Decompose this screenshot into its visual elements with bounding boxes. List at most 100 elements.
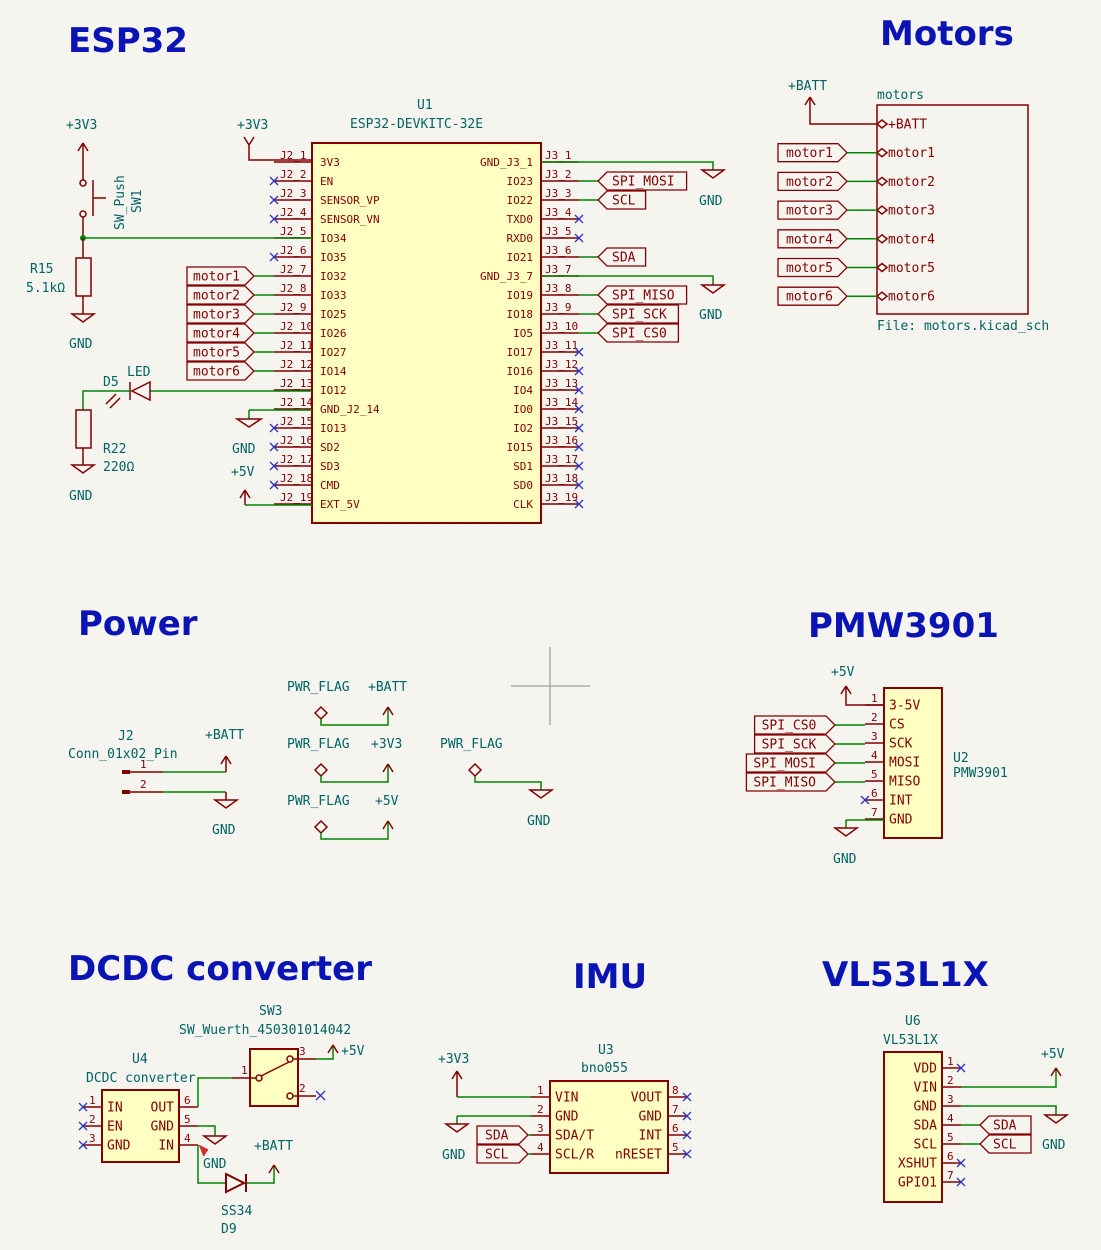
esp32-pin-number: J3_10 [545, 320, 578, 333]
esp32-pin-name: CMD [320, 479, 340, 492]
pmw-pin-name: 3-5V [889, 699, 920, 714]
motor-net-label: motor4 [786, 232, 833, 247]
esp32-pin-number: J2_10 [280, 320, 313, 333]
sheet-pin-name: motor4 [888, 232, 935, 247]
dcdc-pin-name: GND [107, 1139, 131, 1154]
esp32-pin-number: J2_9 [280, 301, 307, 314]
dcdc-pin-number: 4 [184, 1132, 191, 1145]
esp32-pin-number: J2_2 [280, 168, 307, 181]
no-connect-marker [269, 195, 279, 205]
esp32-pin-number: J2_6 [280, 244, 307, 257]
esp32-net-label-sda-outline [597, 247, 647, 267]
dcdc-value: DCDC converter [86, 1071, 196, 1086]
vl53-body [883, 1051, 943, 1203]
esp32-pin-name: GND_J2_14 [320, 403, 380, 416]
esp32-pin-name: IO15 [507, 441, 534, 454]
vl53-ref: U6 [905, 1014, 921, 1029]
pmw-pin-name: MISO [889, 775, 920, 790]
imu-pin-number: 2 [537, 1103, 544, 1116]
esp32-pin-number: J3_1 [545, 149, 572, 162]
no-connect-marker [682, 1130, 692, 1140]
sheet-pin-marker [875, 147, 889, 158]
motors-sheet[interactable]: motors File: motors.kicad_sch +BATTmotor… [788, 79, 1049, 334]
imu-connections: +3V3 GND [438, 1052, 531, 1163]
pwr-5v-label: +5V [1041, 1047, 1065, 1062]
motor-net-label: motor5 [193, 346, 240, 361]
pwr-flag-label: PWR_FLAG [287, 680, 350, 695]
no-connect-marker [682, 1092, 692, 1102]
no-connect-marker [574, 499, 584, 509]
motors-batt-label: +BATT [788, 79, 827, 94]
esp32-pin-number: J2_15 [280, 415, 313, 428]
vl53l1x-module[interactable]: U6 VL53L1X 1VDD2VIN3GND4SDA5SCL6XSHUT7GP… [883, 1014, 966, 1203]
esp32-pin-name: IO5 [513, 327, 533, 340]
pmw-label-outline [745, 753, 836, 773]
pmw-pin-name: SCK [889, 737, 913, 752]
imu-pin-name: VOUT [631, 1091, 662, 1106]
sheet-pin-marker [875, 262, 889, 273]
sw3-pin: 3 [299, 1045, 306, 1058]
esp32-pin-name: IO32 [320, 270, 347, 283]
esp32-pin-name: 3V3 [320, 156, 340, 169]
no-connect-marker [860, 795, 870, 805]
sw1-pushbutton[interactable]: +3V3 SW1 SW_Push [66, 118, 145, 240]
esp32-pin-name: GND_J3_7 [480, 270, 533, 283]
esp32-pin-name: SD0 [513, 479, 533, 492]
esp32-pin-number: J3_19 [545, 491, 578, 504]
r15-resistor[interactable]: R15 5.1kΩ GND [26, 238, 97, 352]
esp32-module[interactable]: U1 ESP32-DEVKITC-32E 3V3J2_1ENJ2_2SENSOR… [269, 98, 584, 524]
j2-value: Conn_01x02_Pin [68, 747, 178, 762]
esp32-value: ESP32-DEVKITC-32E [350, 117, 483, 132]
sw1-value: SW_Push [113, 175, 128, 230]
no-connect-marker [574, 461, 584, 471]
r22-value: 220Ω [103, 460, 134, 475]
dcdc-gnd: GND [198, 1125, 229, 1172]
no-connect-marker [574, 366, 584, 376]
no-connect-marker [956, 1063, 966, 1073]
esp32-pin-number: J3_11 [545, 339, 578, 352]
sw1-ref: SW1 [130, 190, 145, 213]
pmw-label-outline [753, 734, 836, 754]
d5-led[interactable]: D5 LED [82, 365, 312, 410]
esp32-pin-name: SENSOR_VP [320, 194, 380, 207]
esp32-pin-number: J3_16 [545, 434, 578, 447]
vl53-pin-name: VIN [914, 1081, 937, 1096]
motor-label-outline [777, 257, 848, 278]
gnd-label: GND [699, 308, 723, 323]
dcdc-pin-number: 2 [89, 1113, 96, 1126]
section-title-pmw3901: PMW3901 [808, 606, 999, 646]
no-connect-marker [269, 214, 279, 224]
pwr-3v3-label: +3V3 [438, 1052, 469, 1067]
esp32-pin-number: J3_4 [545, 206, 572, 219]
esp32-pin-name: SD1 [513, 460, 533, 473]
esp32-pin-number: J2_8 [280, 282, 307, 295]
sw3-switch[interactable]: SW3 SW_Wuerth_450301014042 1 3 2 +5V [179, 1004, 365, 1107]
d9-diode[interactable]: +BATT SS34 D9 [197, 1139, 293, 1237]
esp32-pin-name: IO14 [320, 365, 347, 378]
no-connect-marker [269, 423, 279, 433]
gnd-label: GND [203, 1157, 227, 1172]
imu-net-label: SCL [485, 1148, 509, 1163]
sw3-ref: SW3 [259, 1004, 282, 1019]
esp32-pin-name: IO2 [513, 422, 533, 435]
vl53-pin-name: GPIO1 [898, 1176, 937, 1191]
sheet-pin-name: motor2 [888, 175, 935, 190]
pmw-pin-name: GND [889, 813, 913, 828]
imu-pin-number: 4 [537, 1141, 544, 1154]
esp32-pin-name: IO16 [507, 365, 534, 378]
pwr-flag-net: +5V [375, 794, 399, 809]
sheet-pin-name: +BATT [888, 118, 927, 133]
r22-resistor[interactable]: R22 220Ω GND [69, 409, 134, 504]
j2-pin-1: 1 [140, 758, 147, 771]
section-title-motors: Motors [880, 14, 1014, 54]
r15-ref: R15 [30, 262, 53, 277]
pmw-label-outline [753, 715, 836, 735]
esp32-net-label-scl: SCL [612, 194, 636, 209]
no-connect-marker [269, 252, 279, 262]
pmw-pin-number: 1 [871, 692, 878, 705]
